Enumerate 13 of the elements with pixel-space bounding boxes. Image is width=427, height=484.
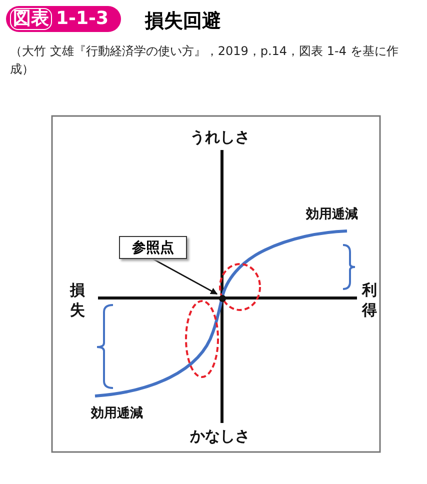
axis-label: かなしさ bbox=[190, 427, 250, 446]
badge-label: 図表 bbox=[10, 8, 52, 30]
label-box: 参照点 bbox=[119, 236, 187, 259]
leader-arrow bbox=[152, 258, 218, 295]
figure-number: 1-1-3 bbox=[56, 8, 109, 29]
axis-label: 利得 bbox=[362, 280, 378, 320]
curve-label: 効用逓減 bbox=[306, 206, 358, 223]
origin-point bbox=[219, 295, 226, 302]
curve-label: 効用逓減 bbox=[91, 405, 143, 422]
title: 損失回避 bbox=[145, 9, 221, 34]
axis-label: 損失 bbox=[70, 280, 86, 320]
caption: （大竹 文雄『行動経済学の使い方』，2019，p.14，図表 1-4 を基に作成） bbox=[10, 43, 400, 78]
axis-label: うれしさ bbox=[190, 128, 250, 147]
